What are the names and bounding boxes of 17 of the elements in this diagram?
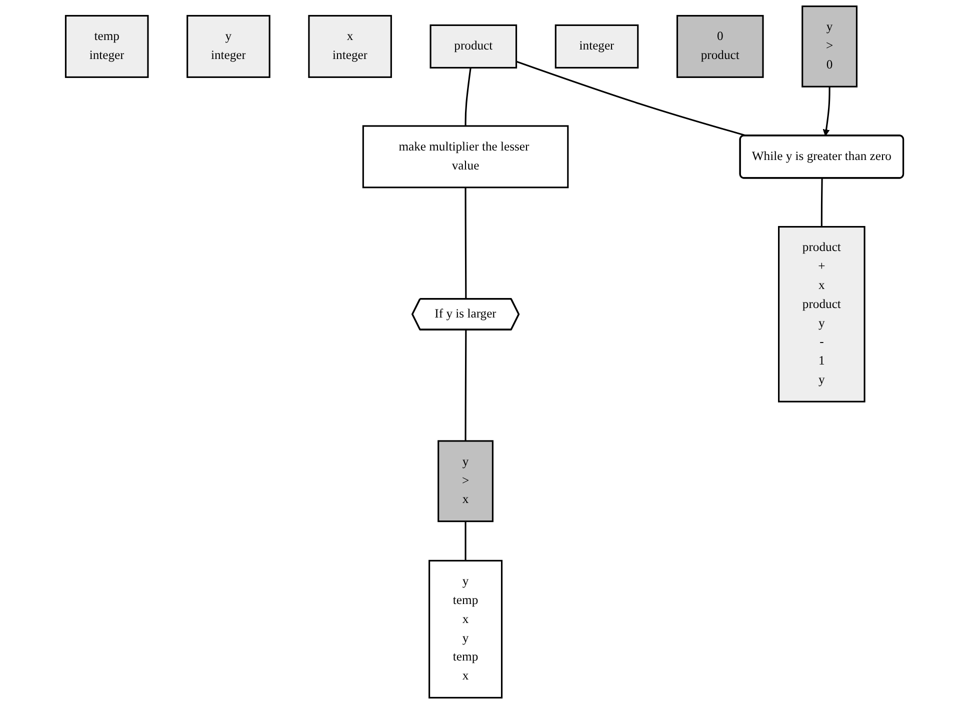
node-box: make multiplier the lesser value [362,125,569,188]
connector [820,178,823,227]
connector [464,521,466,561]
connector [464,68,472,126]
node-box: 0 product [676,14,764,78]
node-box: x integer [308,14,392,78]
node-box: product + x product y - 1 y [778,226,866,402]
node-box: y integer [186,14,270,78]
connector [464,187,467,300]
node-box: y > 0 [802,6,858,88]
connector [464,330,467,441]
node-box: y temp x y temp x [428,560,503,698]
node-box: y > x [438,440,494,522]
node-box: product [430,24,518,69]
node-box: integer [554,24,639,69]
node-box: temp integer [64,14,149,78]
arrow [822,86,830,136]
